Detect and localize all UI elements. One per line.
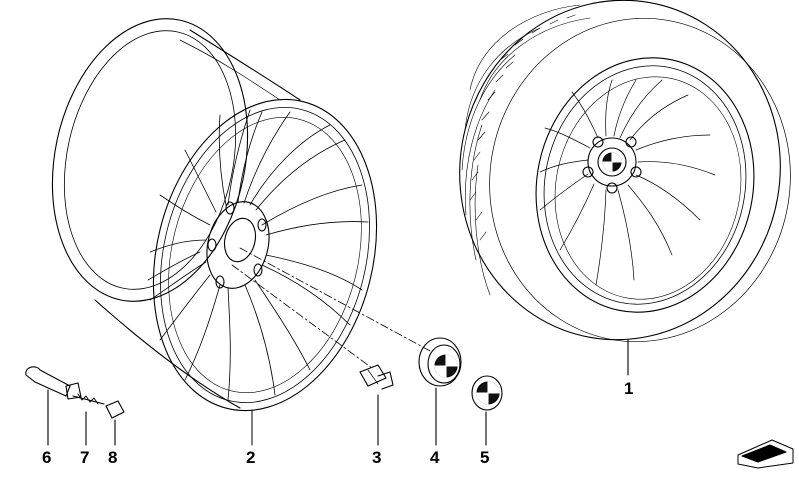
callout-6: 6 [42,448,52,467]
valve-insert-drawing [72,393,105,446]
callout-3: 3 [372,448,382,467]
callout-8: 8 [108,448,118,467]
rim-drawing [51,18,378,446]
complete-wheel-drawing [459,0,791,376]
hub-cap-drawing [418,337,462,446]
callout-5: 5 [480,448,490,467]
emblem-drawing [471,375,503,446]
valve-drawing [25,366,82,446]
callout-7: 7 [80,448,90,467]
valve-cap-drawing [105,400,125,446]
callout-1: 1 [624,379,634,398]
corner-arrow-icon [737,439,794,469]
callout-4: 4 [430,448,440,467]
wheel-bolt-drawing [359,364,394,446]
callout-2: 2 [246,448,256,467]
